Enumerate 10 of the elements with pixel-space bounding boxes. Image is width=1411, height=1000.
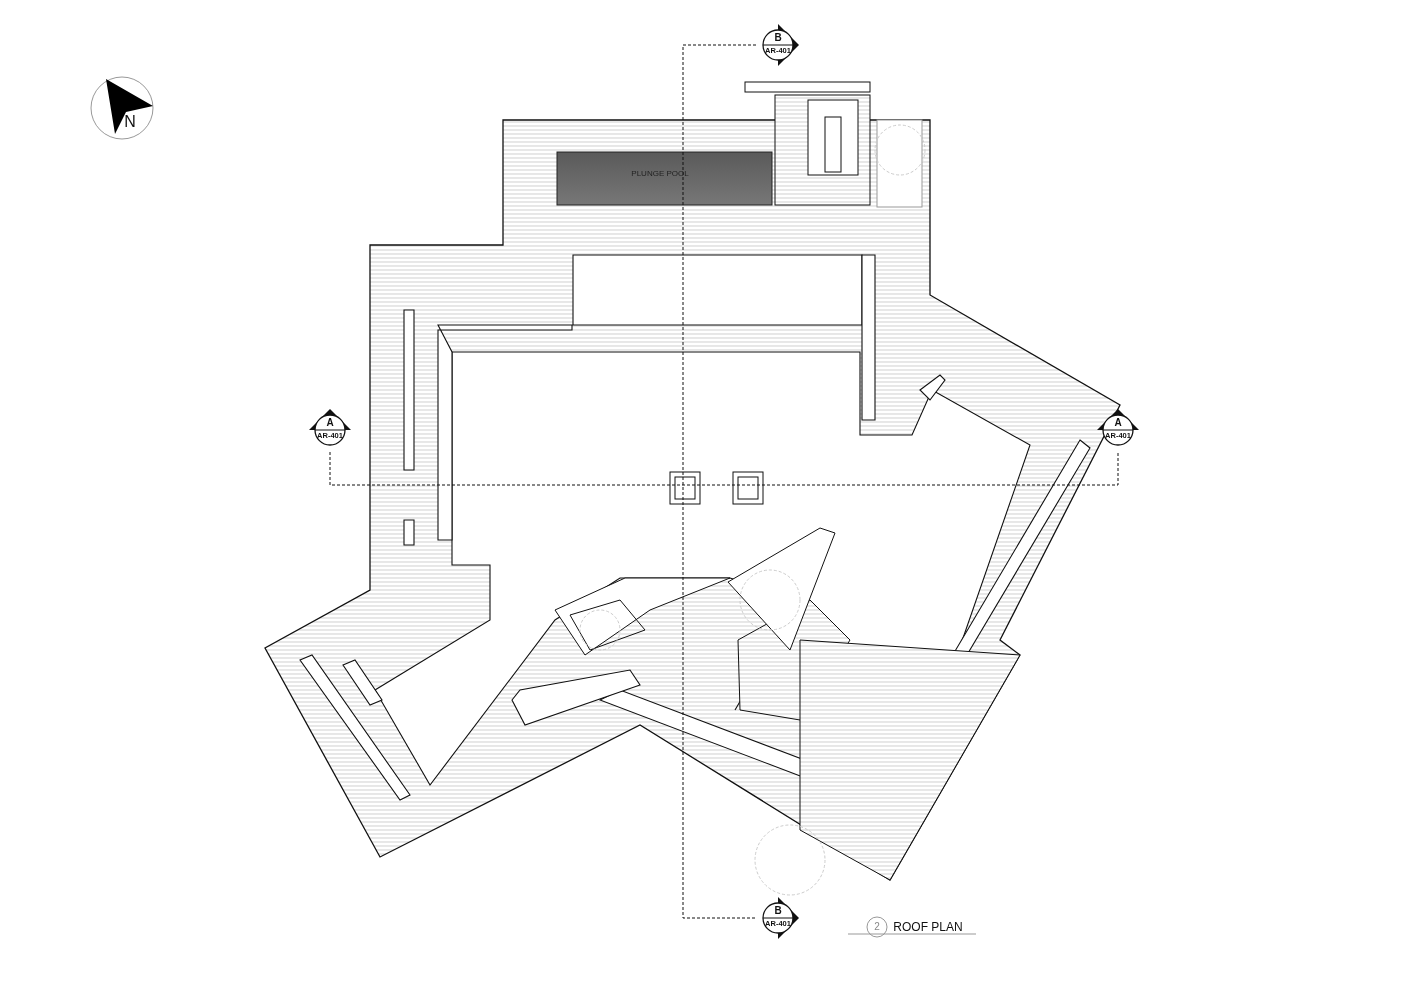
drawing-title: ROOF PLAN [893,921,963,933]
room-label: PLUNGE POOL [631,170,689,178]
section-letter: A [326,418,334,428]
section-letter: B [774,33,782,43]
section-line [682,44,757,919]
north-label: N [124,114,136,130]
section-letter: B [774,906,782,916]
section-line [329,451,1119,486]
section-letter: A [1114,418,1122,428]
drawing-number: 2 [874,922,880,932]
